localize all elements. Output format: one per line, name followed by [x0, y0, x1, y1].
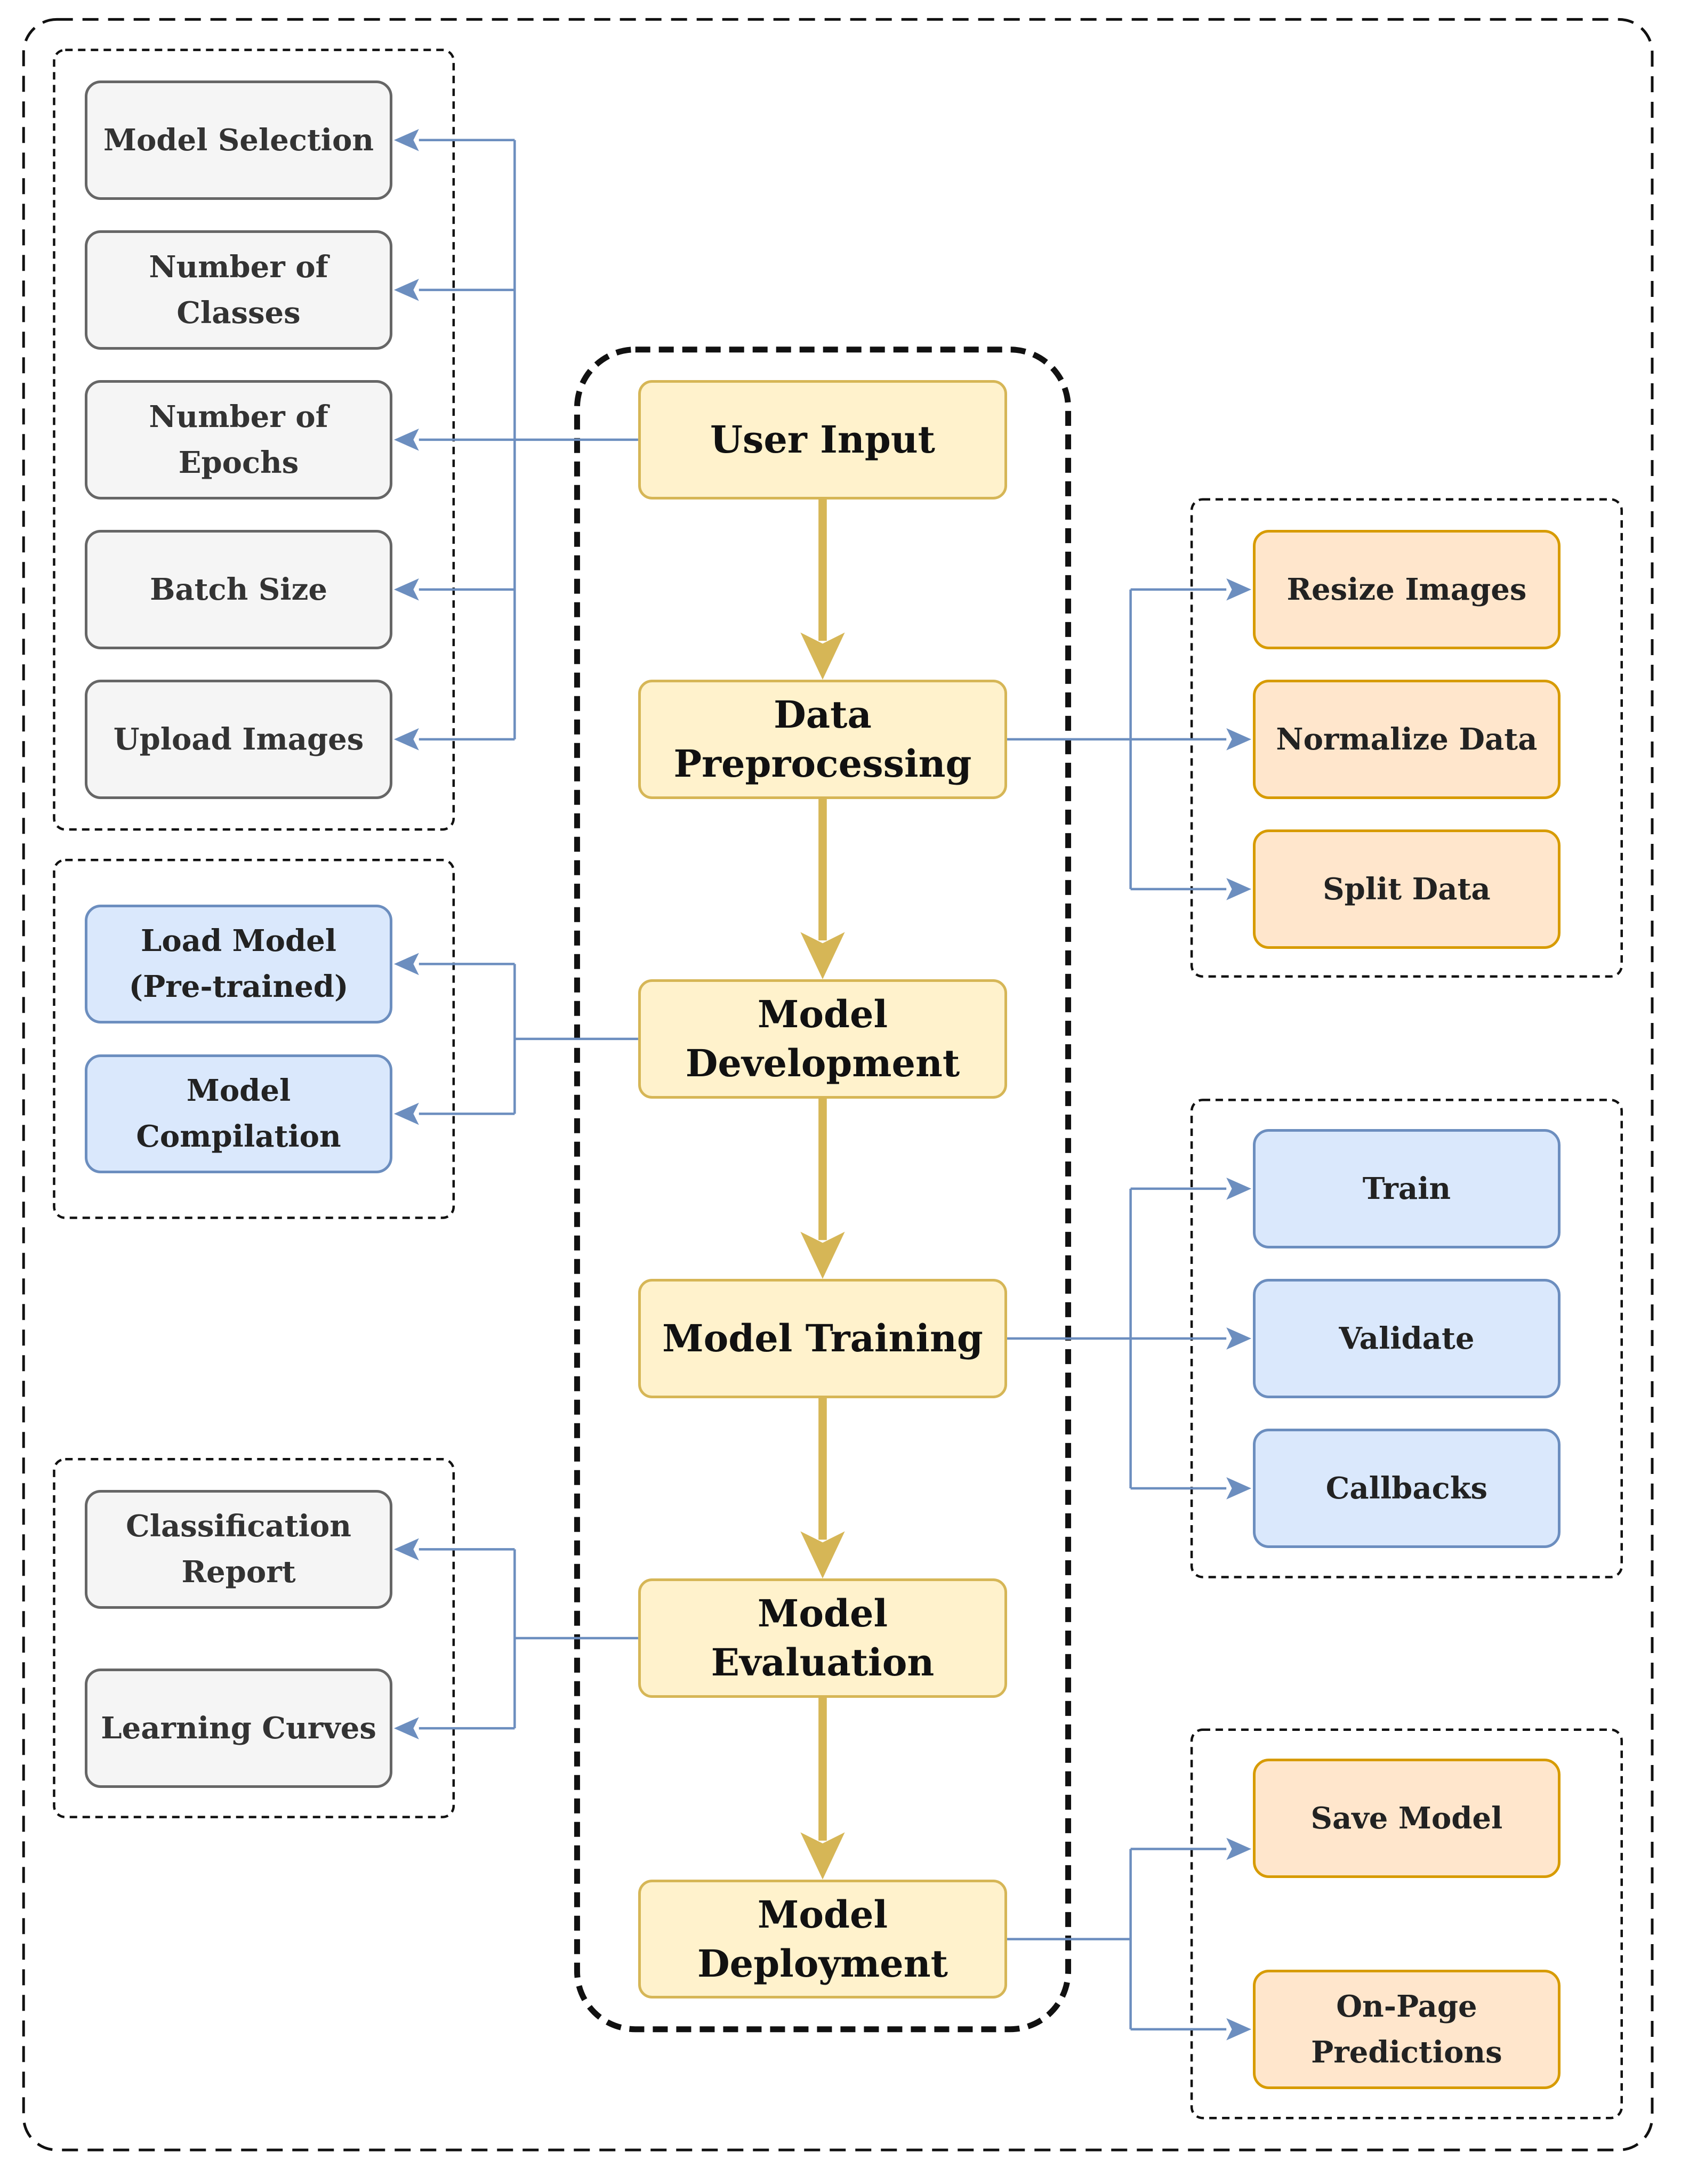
train-label: Train: [1362, 1171, 1451, 1206]
outer-frame: [22, 18, 1654, 2151]
classification-report-node: Classification Report: [84, 1489, 393, 1609]
model-training-label: Model Training: [662, 1316, 983, 1360]
preprocessing-connector-arrowhead-0: [1226, 578, 1252, 601]
pipeline-arrowhead-2: [800, 1231, 845, 1279]
deployment-connector-arrowhead-1: [1226, 2018, 1252, 2041]
preprocessing-connector-arrowhead-2: [1226, 878, 1252, 900]
preprocessing-connector-arrowhead-1: [1226, 728, 1252, 751]
development-connector-arrowhead-1: [393, 1102, 419, 1125]
evaluation-connector-arrowhead-0: [393, 1538, 419, 1561]
user-input-connector-arrowhead-1: [393, 279, 419, 301]
evaluation-connector-arrowhead-1: [393, 1717, 419, 1739]
deployment-connector-arrowhead-0: [1226, 1838, 1252, 1860]
user-input-connector-arrowhead-4: [393, 728, 419, 751]
training-connector-arrowhead-1: [1226, 1327, 1252, 1350]
preprocessing-group-frame: [1190, 498, 1623, 978]
user-input-connector-arrowhead-3: [393, 578, 419, 601]
on-page-predictions-label: On-Page Predictions: [1311, 1988, 1502, 2070]
split-data-node: Split Data: [1252, 829, 1561, 949]
model-deployment-label: Model Deployment: [697, 1892, 948, 1986]
validate-label: Validate: [1339, 1320, 1475, 1356]
on-page-predictions-node: On-Page Predictions: [1252, 1969, 1561, 2089]
save-model-label: Save Model: [1310, 1801, 1503, 1836]
model-compilation-label: Model Compilation: [136, 1073, 341, 1155]
learning-curves-node: Learning Curves: [84, 1669, 393, 1788]
number-of-classes-label: Number of Classes: [149, 249, 328, 331]
learning-curves-label: Learning Curves: [101, 1711, 376, 1746]
validate-node: Validate: [1252, 1279, 1561, 1398]
model-selection-label: Model Selection: [103, 122, 374, 158]
model-evaluation-node: Model Evaluation: [638, 1578, 1008, 1698]
pipeline-arrowhead-4: [800, 1832, 845, 1880]
classification-report-label: Classification Report: [126, 1509, 351, 1590]
pipeline-frame: [574, 346, 1072, 2033]
number-of-epochs-label: Number of Epochs: [149, 399, 328, 480]
user-input-node: User Input: [638, 380, 1008, 499]
number-of-classes-node: Number of Classes: [84, 230, 393, 350]
development-connector-arrowhead-0: [393, 953, 419, 976]
model-selection-node: Model Selection: [84, 80, 393, 200]
development-group-frame: [53, 858, 455, 1219]
pipeline-arrowhead-1: [800, 932, 845, 980]
batch-size-node: Batch Size: [84, 529, 393, 649]
model-evaluation-label: Model Evaluation: [711, 1591, 935, 1685]
model-development-label: Model Development: [685, 992, 960, 1085]
callbacks-node: Callbacks: [1252, 1429, 1561, 1548]
data-preprocessing-node: Data Preprocessing: [638, 679, 1008, 799]
load-model-node: Load Model (Pre-trained): [84, 904, 393, 1024]
resize-images-node: Resize Images: [1252, 529, 1561, 649]
training-connector-arrowhead-0: [1226, 1178, 1252, 1200]
batch-size-label: Batch Size: [150, 571, 327, 607]
user-input-label: User Input: [710, 417, 935, 462]
user-input-connector-arrowhead-2: [393, 429, 419, 451]
save-model-node: Save Model: [1252, 1759, 1561, 1879]
user-input-connector-arrowhead-0: [393, 128, 419, 151]
model-training-node: Model Training: [638, 1279, 1008, 1398]
pipeline-arrowhead-0: [800, 632, 845, 680]
model-deployment-node: Model Deployment: [638, 1879, 1008, 1999]
model-development-node: Model Development: [638, 979, 1008, 1099]
split-data-label: Split Data: [1323, 871, 1491, 907]
model-compilation-node: Model Compilation: [84, 1054, 393, 1174]
number-of-epochs-node: Number of Epochs: [84, 380, 393, 499]
callbacks-label: Callbacks: [1325, 1470, 1488, 1506]
evaluation-group-frame: [53, 1458, 455, 1818]
deployment-group-frame: [1190, 1728, 1623, 2119]
upload-images-label: Upload Images: [113, 721, 364, 757]
training-connector-arrowhead-2: [1226, 1477, 1252, 1500]
data-preprocessing-label: Data Preprocessing: [673, 692, 972, 786]
train-node: Train: [1252, 1129, 1561, 1248]
upload-images-node: Upload Images: [84, 679, 393, 799]
resize-images-label: Resize Images: [1286, 571, 1527, 607]
pipeline-arrowhead-3: [800, 1531, 845, 1579]
normalize-data-node: Normalize Data: [1252, 679, 1561, 799]
normalize-data-label: Normalize Data: [1276, 721, 1538, 757]
load-model-label: Load Model (Pre-trained): [128, 923, 349, 1005]
